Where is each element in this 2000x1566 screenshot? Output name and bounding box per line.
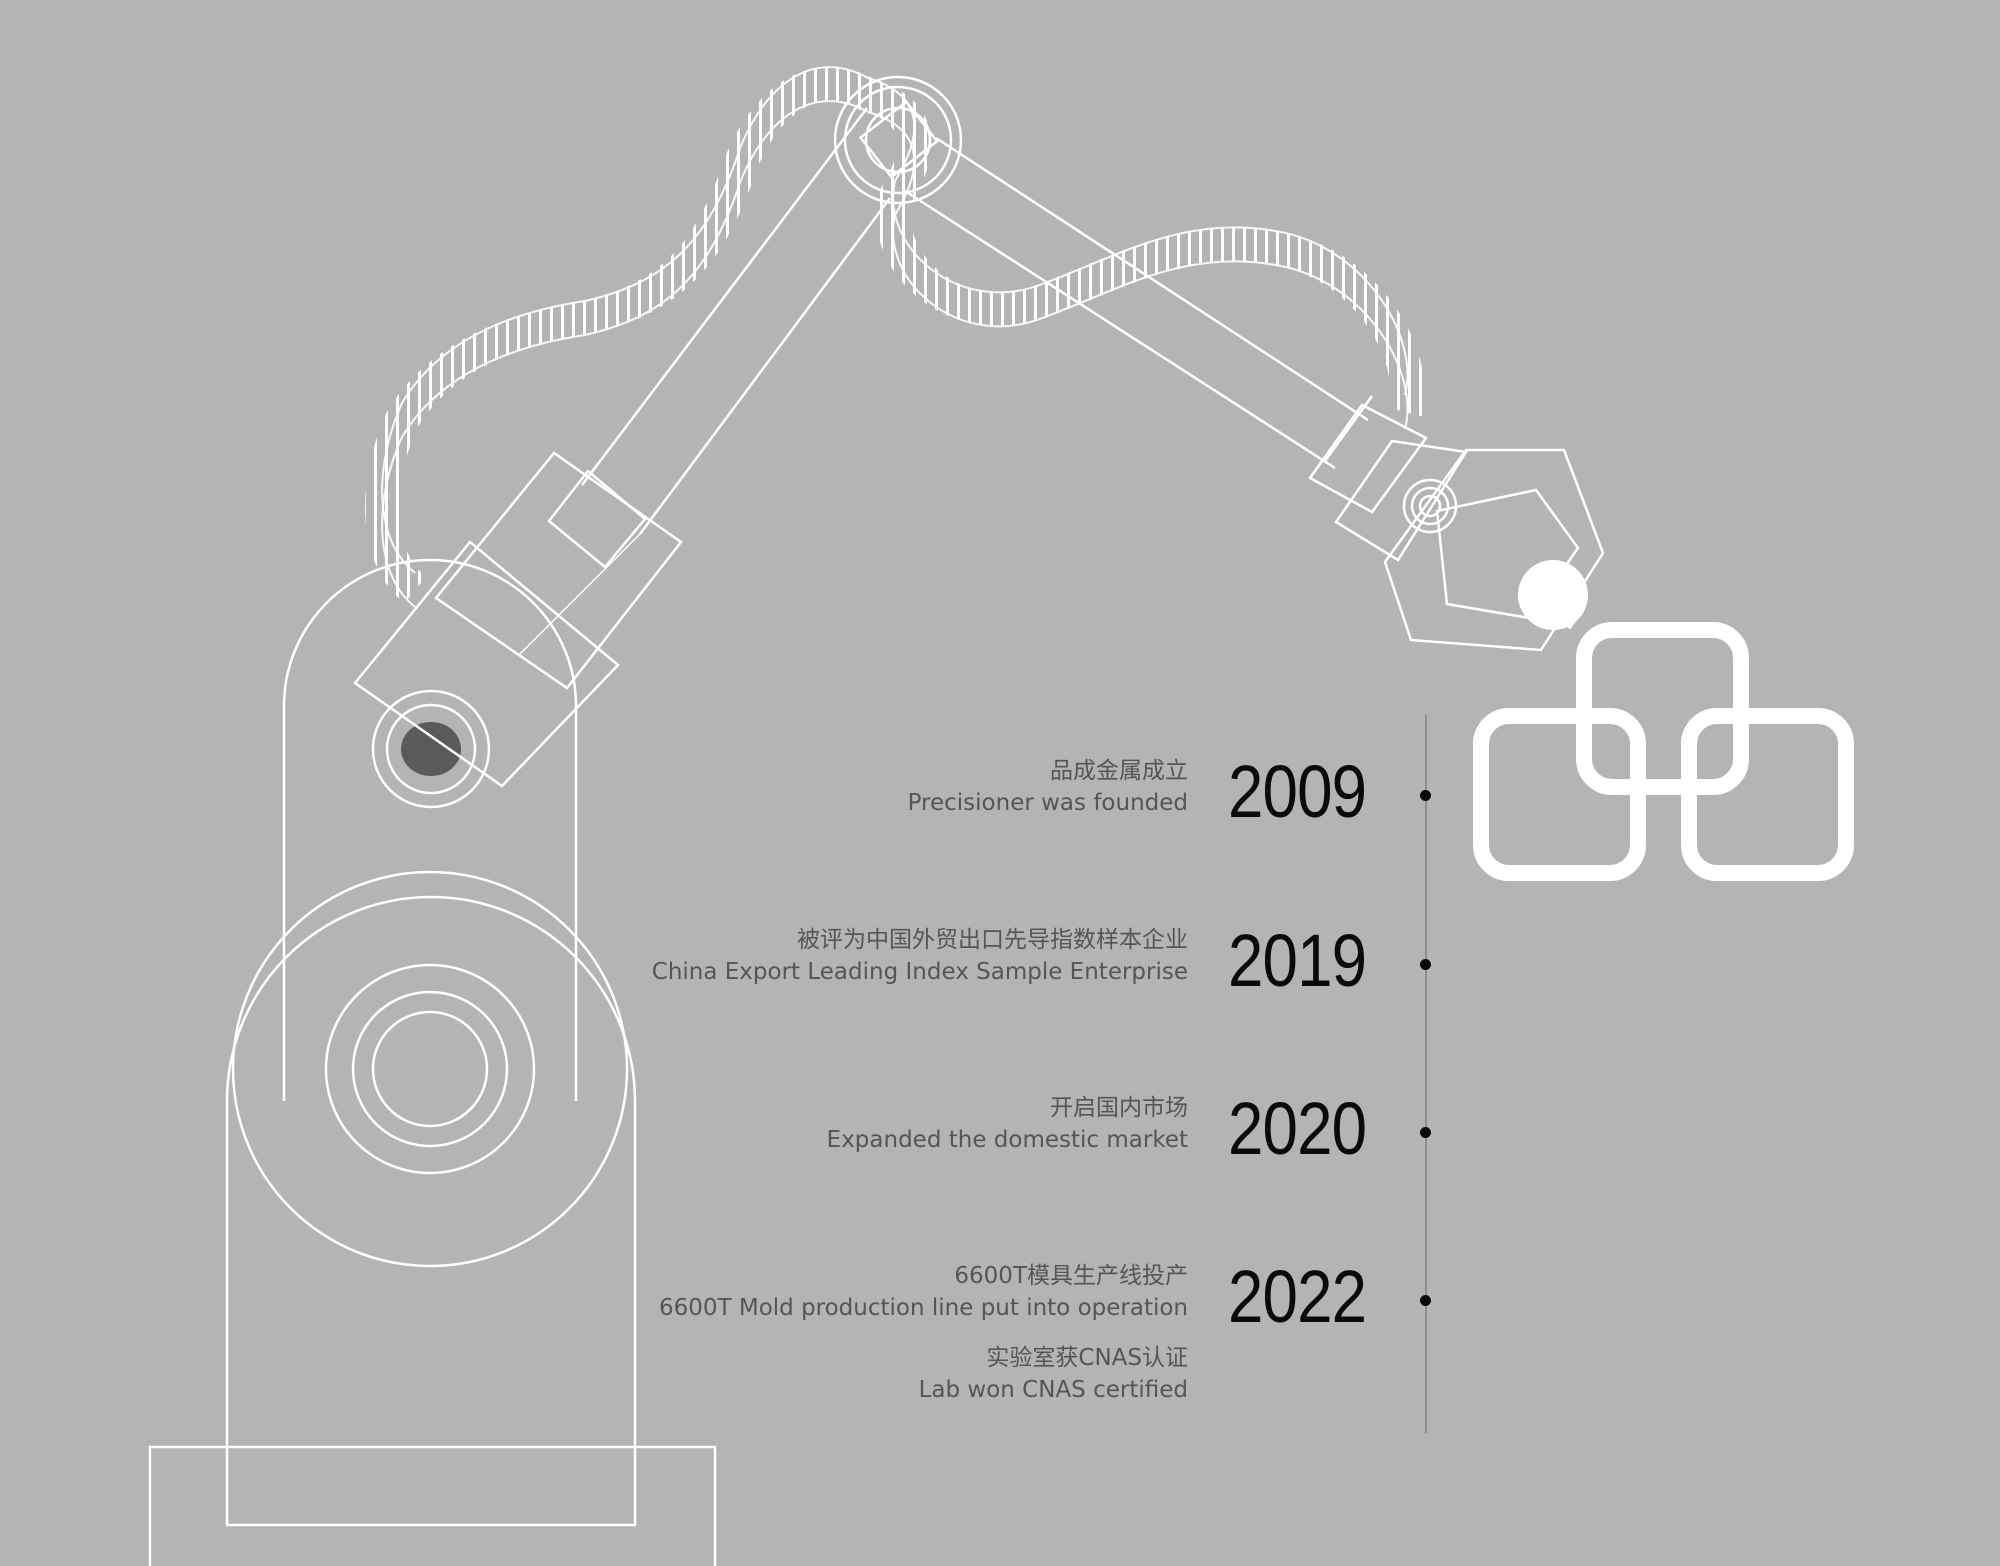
logo-handle-ball bbox=[1518, 560, 1588, 630]
milestone-year: 2022 bbox=[1228, 1255, 1367, 1338]
milestone-title-zh: 被评为中国外贸出口先导指数样本企业 bbox=[797, 927, 1188, 953]
milestone-2020: 开启国内市场 Expanded the domestic market 2020 bbox=[0, 1087, 1440, 1182]
timeline-dot bbox=[1420, 959, 1431, 970]
milestone-2019: 被评为中国外贸出口先导指数样本企业 China Export Leading I… bbox=[0, 919, 1440, 1014]
milestone-2022: 6600T模具生产线投产 6600T Mold production line … bbox=[0, 1255, 1440, 1420]
milestone-title-en: Expanded the domestic market bbox=[826, 1127, 1188, 1153]
timeline-dot bbox=[1420, 1127, 1431, 1138]
milestone-caption: 品成金属成立 Precisioner was founded bbox=[908, 755, 1188, 819]
shoulder-joint bbox=[371, 689, 491, 809]
timeline-dot bbox=[1420, 790, 1431, 801]
milestone-title-en: 6600T Mold production line put into oper… bbox=[658, 1295, 1188, 1321]
robot-base bbox=[148, 558, 717, 1566]
milestone-2009: 品成金属成立 Precisioner was founded 2009 bbox=[0, 750, 1440, 845]
milestone-caption: 开启国内市场 Expanded the domestic market bbox=[827, 1092, 1188, 1156]
milestone-caption: 被评为中国外贸出口先导指数样本企业 China Export Leading I… bbox=[652, 924, 1188, 988]
timeline-axis bbox=[1425, 715, 1427, 1433]
milestone-title-zh: 6600T模具生产线投产 bbox=[954, 1263, 1188, 1289]
milestone-title-zh: 开启国内市场 bbox=[1050, 1095, 1188, 1121]
interlocked-rounded-squares-logo bbox=[1473, 560, 1854, 881]
milestone-year: 2009 bbox=[1228, 750, 1367, 833]
milestone-title-en: China Export Leading Index Sample Enterp… bbox=[651, 959, 1188, 985]
upper-arm bbox=[904, 136, 1469, 562]
cable-hose bbox=[365, 66, 1425, 608]
milestone-second-title-zh: 实验室获CNAS认证 bbox=[986, 1345, 1188, 1371]
milestone-year: 2019 bbox=[1228, 919, 1367, 1002]
milestone-title-en: Precisioner was founded bbox=[907, 790, 1188, 816]
milestone-year: 2020 bbox=[1228, 1087, 1367, 1170]
milestone-second-title-en: Lab won CNAS certified bbox=[918, 1377, 1188, 1403]
lower-arm bbox=[353, 107, 892, 788]
milestone-caption: 6600T模具生产线投产 6600T Mold production line … bbox=[659, 1260, 1188, 1406]
timeline-dot bbox=[1420, 1295, 1431, 1306]
milestone-title-zh: 品成金属成立 bbox=[1050, 758, 1188, 784]
